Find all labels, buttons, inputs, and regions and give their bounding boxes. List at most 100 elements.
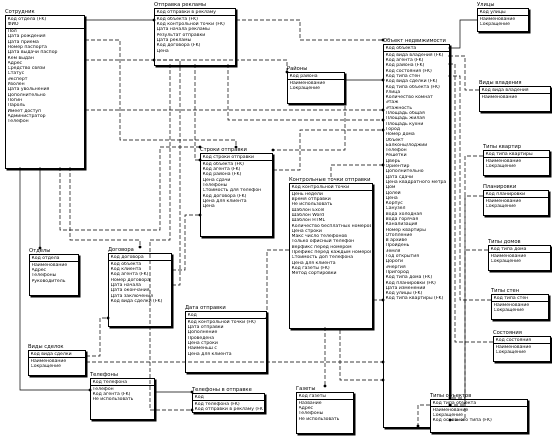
- primary-key-section: Код типа объекта: [431, 400, 527, 408]
- attribute: Отопление: [385, 232, 413, 238]
- attribute: Код района (FK): [202, 172, 242, 178]
- primary-key-section: Код типа стен: [492, 295, 548, 303]
- attribute: Сокращение: [490, 259, 522, 265]
- attribute: Шаблон Word: [291, 212, 325, 218]
- attribute: Цена квадратного метра: [385, 179, 447, 185]
- attribute: Дата заключения: [110, 293, 153, 299]
- attribute: Верфикс перед номером: [291, 244, 352, 250]
- attribute: Имеет доступ: [7, 108, 42, 114]
- attribute: Дата выдачи паспор: [7, 50, 58, 56]
- attribute: Адрес: [7, 60, 23, 66]
- attribute: Макс число телефонов: [291, 234, 348, 240]
- attribute: Наименование: [493, 302, 530, 308]
- key-attribute: Код: [194, 394, 204, 400]
- primary-key-section: Код: [186, 312, 266, 320]
- attribute: Код состояния (FK): [385, 68, 432, 74]
- attribute: Дом: [385, 185, 396, 191]
- key-attribute: Код типа объекта: [432, 400, 477, 406]
- key-attribute: Код планировки: [485, 191, 526, 197]
- attribute: Номер паспорта: [7, 44, 48, 50]
- attribute: Дата окончания: [110, 288, 150, 294]
- primary-key-section: Код объекта: [384, 45, 449, 53]
- attribute: Город: [385, 126, 401, 132]
- attribute: Адрес: [298, 406, 314, 412]
- attribute: Количество бесплатных номеров: [291, 223, 371, 229]
- attribute: Код контрольной точки (FK): [187, 319, 256, 325]
- attribute: Цена строки: [187, 340, 218, 346]
- attribute: Пароль: [7, 103, 26, 109]
- primary-key-section: Код вида сделки: [29, 351, 85, 359]
- attribute: Телефон: [92, 386, 114, 392]
- attribute: Наименование: [495, 344, 532, 350]
- attribute: Цена для клиента: [291, 260, 336, 266]
- attribute: Код планировки (FK): [385, 280, 436, 286]
- attribute: Метод сортировки: [291, 271, 337, 277]
- attribute: Цена для клиента: [202, 198, 247, 204]
- attribute-section: Код телефона (FK)Код отправки в рекламу …: [193, 401, 264, 412]
- attribute: Администратор: [7, 113, 46, 119]
- attribute: Дата начала рекламы: [156, 27, 210, 33]
- attribute: Ориентир: [385, 164, 410, 170]
- attribute: Вода холодная: [385, 211, 422, 217]
- attribute: Дата изменений: [385, 285, 426, 291]
- attribute: Цена строки: [291, 228, 322, 234]
- attribute: Долей: [385, 190, 401, 196]
- attribute: Телефон: [385, 148, 407, 154]
- entity-title: Сотрудник: [5, 9, 35, 15]
- attribute: Этажность: [385, 105, 413, 111]
- key-attribute: Код отдела (FK): [7, 16, 47, 22]
- entity-title: Типы стен: [491, 288, 520, 294]
- key-attribute: ФИО: [7, 21, 19, 27]
- attribute: Сокращение: [479, 22, 511, 28]
- primary-key-section: Код типа дома: [489, 246, 550, 254]
- primary-key-section: Код отдела: [30, 255, 78, 263]
- attribute: Балконы/лоджии: [385, 142, 428, 148]
- attribute: Цена: [385, 195, 398, 201]
- attribute: Код объекта: [110, 261, 142, 267]
- attribute: Номер договора: [110, 277, 150, 283]
- attribute: Проведена: [187, 335, 215, 341]
- attribute: Код клиента: [110, 267, 142, 273]
- attribute: Логин: [7, 97, 23, 103]
- attribute: Дополнительно: [385, 169, 424, 175]
- entity-title: Газеты: [296, 386, 316, 392]
- key-attribute: Код типа дома: [490, 246, 527, 252]
- attribute: Сокращение: [485, 204, 517, 210]
- attribute: Код агента (FK): [110, 272, 149, 278]
- attribute: Только офисный телефон: [291, 239, 355, 245]
- attribute: Улица: [385, 89, 401, 95]
- attribute: Код основного типа (FK): [432, 418, 492, 424]
- entity-title: Виды владения: [479, 80, 522, 86]
- primary-key-section: Код газеты: [297, 393, 353, 401]
- attribute: Шаблон Excel: [291, 207, 325, 213]
- entity-title: Объект недвижимости: [383, 38, 446, 44]
- key-attribute: Код строки отправки: [202, 154, 255, 160]
- primary-key-section: Код отдела (FK)ФИО: [6, 16, 84, 29]
- attribute: Стоимость доп телефона: [291, 255, 354, 261]
- attribute: Цена: [156, 48, 169, 54]
